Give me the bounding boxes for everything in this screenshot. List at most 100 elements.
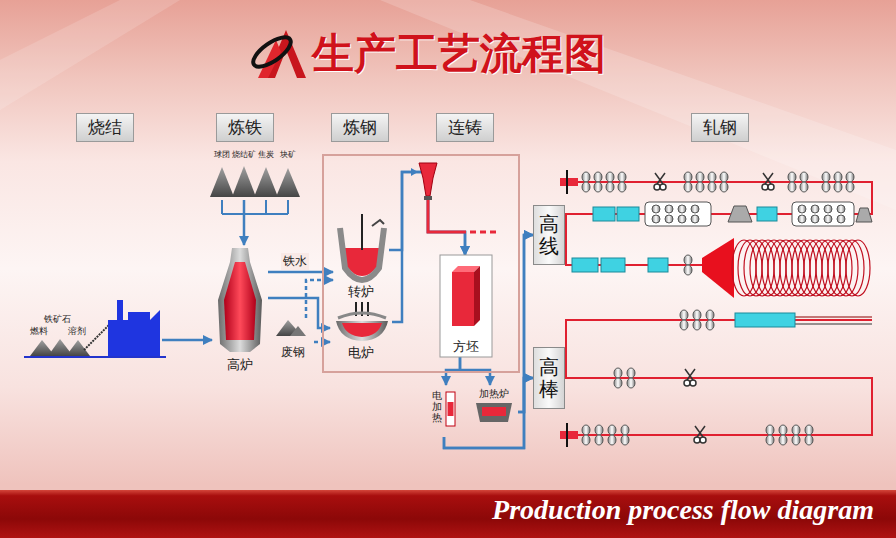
vertical-label: 高线 bbox=[539, 213, 559, 257]
roll-stand bbox=[706, 320, 714, 330]
finishing-block bbox=[728, 206, 752, 222]
diagram-caption: Production process flow diagram bbox=[492, 494, 874, 526]
caster-drawing bbox=[470, 231, 500, 234]
vertical-label: 高棒 bbox=[539, 356, 559, 400]
electric-furnace-drawing bbox=[342, 323, 382, 337]
scrap-pile: 废钢 bbox=[272, 318, 314, 362]
roll-stand bbox=[805, 425, 813, 435]
roll-stand bbox=[582, 182, 590, 192]
node-label: 燃料 bbox=[30, 326, 48, 337]
blast-furnace-drawing bbox=[218, 248, 262, 352]
roll-stand bbox=[846, 172, 854, 182]
node-label: 块矿 bbox=[280, 150, 296, 160]
converter-drawing bbox=[372, 220, 384, 226]
roll-stand bbox=[621, 435, 629, 445]
cooling-box bbox=[648, 258, 668, 272]
raw-material-drawing bbox=[254, 167, 278, 197]
roll-stand bbox=[720, 172, 728, 182]
cooling-box bbox=[757, 207, 777, 221]
shear-symbol bbox=[762, 184, 768, 190]
flow-arrow bbox=[306, 280, 333, 318]
roll-stand bbox=[693, 310, 701, 320]
cooling-box bbox=[617, 207, 639, 221]
sinter-plant-drawing bbox=[24, 300, 166, 357]
roll-stand bbox=[608, 435, 616, 445]
wire-coil bbox=[702, 238, 870, 298]
node-label: 高炉 bbox=[227, 356, 253, 374]
finishing-block bbox=[678, 215, 686, 223]
roll-stand bbox=[680, 310, 688, 320]
sinter-plant-drawing bbox=[128, 312, 150, 322]
shear-symbol bbox=[684, 380, 690, 386]
node-label: 电炉 bbox=[348, 344, 374, 362]
finishing-block bbox=[837, 215, 845, 223]
blast-furnace-drawing bbox=[218, 248, 262, 352]
shear-symbol bbox=[655, 173, 665, 184]
roll-stand bbox=[792, 435, 800, 445]
wire-coil bbox=[702, 238, 734, 298]
billet-drawing bbox=[440, 255, 492, 357]
node-label: 炼铁 bbox=[228, 116, 262, 139]
raw-material-drawing bbox=[222, 200, 288, 214]
billet-drawing bbox=[474, 266, 480, 326]
scrap-drawing bbox=[290, 326, 306, 336]
induction-heater-drawing bbox=[446, 392, 455, 426]
roll-stand bbox=[684, 255, 692, 265]
roll-stand bbox=[800, 182, 808, 192]
electric-furnace-drawing bbox=[336, 321, 388, 341]
roll-stand bbox=[627, 378, 635, 388]
converter: 转炉 bbox=[333, 218, 389, 302]
roll-stand bbox=[846, 182, 854, 192]
node-label: 废钢 bbox=[281, 344, 305, 361]
roll-stand bbox=[582, 172, 854, 445]
sinter-plant: 铁矿石燃料溶剂 bbox=[28, 314, 162, 359]
flow-label: 铁水 bbox=[281, 253, 309, 270]
reheating-furnace-drawing bbox=[476, 403, 512, 422]
scrap-drawing bbox=[276, 320, 306, 336]
roll-stand bbox=[582, 425, 590, 435]
roll-stand bbox=[800, 172, 808, 182]
shear-symbol bbox=[685, 369, 695, 380]
finishing-block bbox=[665, 215, 673, 223]
converter-drawing bbox=[340, 214, 384, 280]
shear-symbol bbox=[695, 426, 705, 437]
finishing-block bbox=[691, 205, 699, 213]
roll-stand bbox=[788, 182, 796, 192]
stage-header: 炼钢 bbox=[331, 113, 389, 142]
stage-header: 炼铁 bbox=[216, 113, 274, 142]
roll-stand bbox=[595, 425, 603, 435]
flow-arrow bbox=[444, 378, 533, 448]
roll-stand bbox=[684, 265, 692, 275]
roll-stand bbox=[805, 435, 813, 445]
stage-header: 连铸 bbox=[436, 113, 494, 142]
roll-stand bbox=[582, 172, 590, 182]
wire-coil bbox=[846, 240, 870, 296]
light-ray bbox=[0, 0, 180, 110]
node-label: 轧钢 bbox=[703, 116, 737, 139]
line-start-marker bbox=[566, 423, 568, 447]
flow-arrow bbox=[243, 200, 246, 245]
light-ray bbox=[0, 0, 896, 210]
raw-material-pile: 球团烧结矿焦炭块矿 bbox=[212, 150, 302, 200]
electric-furnace-drawing bbox=[338, 313, 386, 318]
finishing-block bbox=[665, 205, 673, 213]
flow-arrow bbox=[518, 378, 533, 412]
electric-furnace-drawing bbox=[336, 302, 388, 341]
connector-layer bbox=[162, 172, 533, 448]
finishing-block bbox=[792, 202, 854, 226]
wire-coil bbox=[840, 240, 864, 296]
finishing-block bbox=[798, 215, 806, 223]
blast-furnace: 高炉 bbox=[212, 245, 268, 375]
stage-header: 轧钢 bbox=[691, 113, 749, 142]
node-label: 加热炉 bbox=[479, 387, 509, 401]
roll-stand bbox=[614, 378, 622, 388]
roll-stand bbox=[708, 182, 716, 192]
roll-stand bbox=[582, 435, 590, 445]
roll-stand bbox=[594, 182, 602, 192]
roll-stand bbox=[618, 172, 626, 182]
node-label: 烧结 bbox=[88, 116, 122, 139]
induction-heater-drawing bbox=[446, 392, 455, 426]
raw-material-drawing bbox=[232, 166, 256, 197]
caster-drawing bbox=[411, 163, 500, 232]
induction-heater: 电加热 bbox=[430, 385, 458, 437]
